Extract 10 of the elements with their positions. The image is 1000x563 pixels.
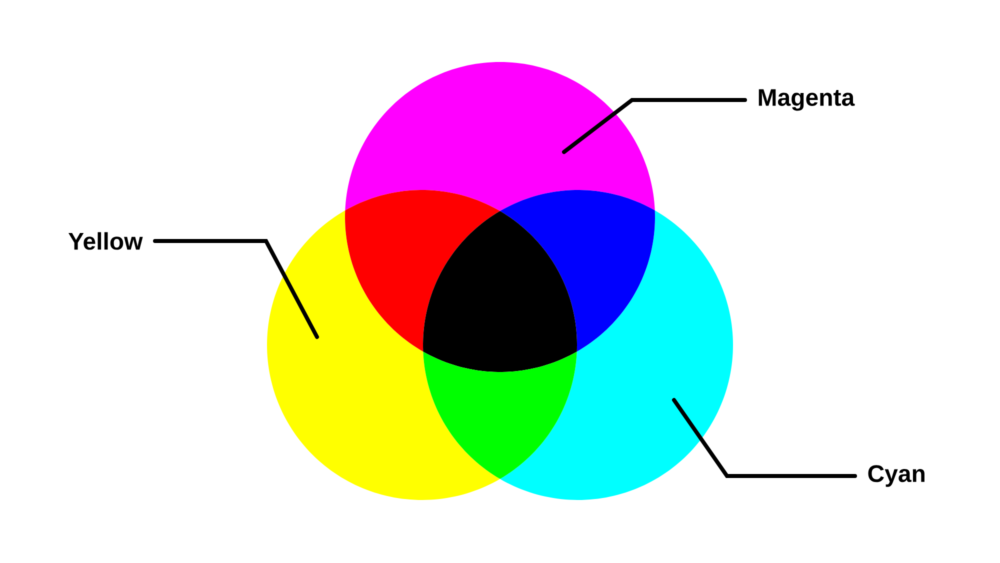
circle-label: Magenta (758, 89, 855, 111)
leader-line (153, 239, 319, 339)
overlap-region (345, 190, 500, 352)
overlap-region (423, 211, 577, 372)
overlap-region (423, 352, 577, 479)
leader-line (562, 98, 747, 154)
leader-line (672, 398, 857, 478)
circle-label: Yellow (68, 232, 143, 250)
overlap-region (500, 190, 655, 352)
circle-label: Cyan (868, 465, 924, 487)
